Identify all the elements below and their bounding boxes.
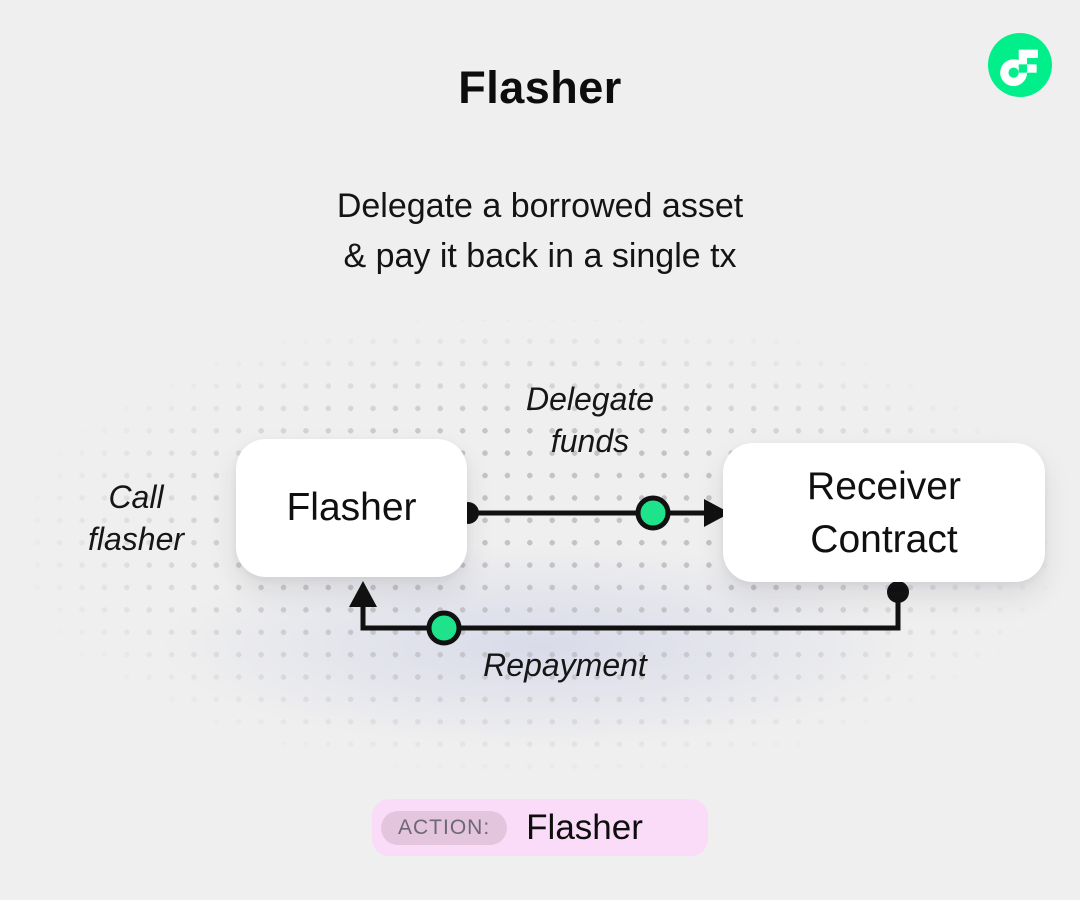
- receiver-contract-node: Receiver Contract: [723, 443, 1045, 582]
- origin-dot: [887, 581, 909, 603]
- subtitle-line-1: Delegate a borrowed asset: [336, 187, 744, 225]
- action-chip: ACTION:: [381, 810, 508, 845]
- delegate-funds-line-1: Delegate: [525, 381, 655, 417]
- delegate-funds-label: Delegate funds: [455, 378, 725, 462]
- call-flasher-label: Call flasher: [36, 476, 236, 560]
- token-dot-repayment: [426, 610, 462, 646]
- action-chip-label: ACTION:: [398, 815, 491, 839]
- call-flasher-line-2: flasher: [87, 521, 185, 557]
- delegate-funds-line-2: funds: [550, 423, 630, 459]
- call-flasher-line-1: Call: [108, 479, 164, 515]
- flasher-node: Flasher: [236, 439, 467, 577]
- page-title: Flasher: [458, 62, 622, 113]
- repayment-label: Repayment: [415, 644, 715, 686]
- repayment-line: Repayment: [483, 647, 647, 683]
- token-dot-delegate: [635, 495, 671, 531]
- action-value: Flasher: [526, 807, 643, 847]
- receiver-node-line-2: Contract: [810, 517, 958, 561]
- action-pill: ACTION: Flasher: [372, 799, 708, 856]
- arrowhead-up: [349, 581, 377, 607]
- delegate-funds-arrow: [457, 495, 730, 531]
- flow-logo-icon: [988, 33, 1052, 97]
- flasher-node-label: Flasher: [286, 486, 417, 529]
- page-subtitle: Delegate a borrowed asset & pay it back …: [0, 181, 1080, 281]
- repayment-arrow: [349, 581, 909, 646]
- receiver-node-line-1: Receiver: [807, 464, 961, 508]
- subtitle-line-2: & pay it back in a single tx: [343, 237, 737, 275]
